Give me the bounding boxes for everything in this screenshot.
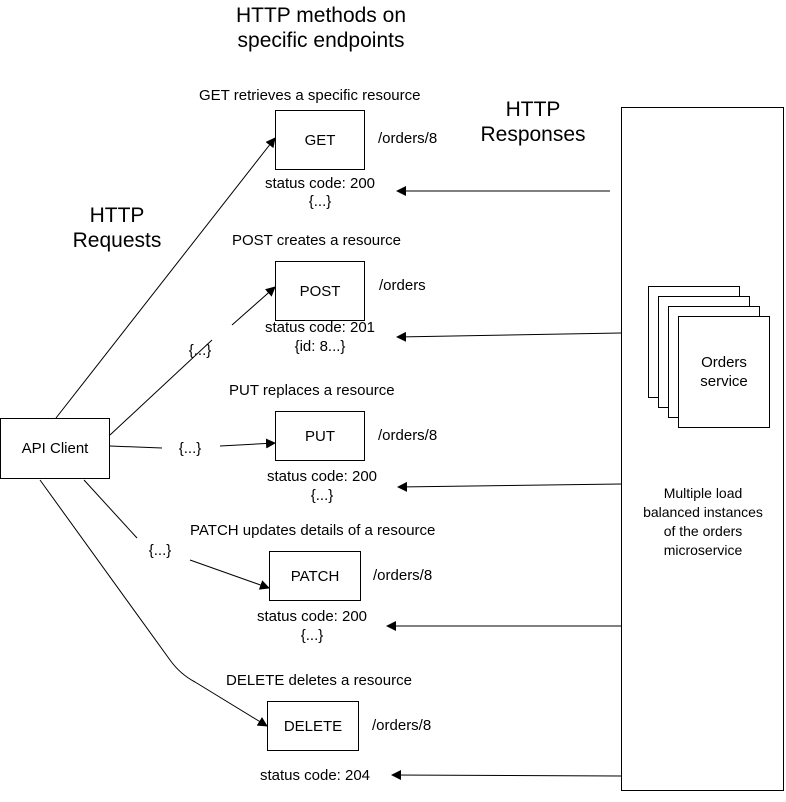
delete-endpoint: /orders/8 — [372, 717, 432, 734]
service-description: Multiple load balanced instances of the … — [630, 484, 776, 560]
api-client-label: API Client — [21, 440, 89, 457]
requests-heading-line1: HTTP — [89, 204, 145, 227]
response-arrow-put — [397, 481, 622, 492]
delete-caption: DELETE deletes a resource — [226, 672, 412, 689]
post-response-body: {id: 8...} — [294, 338, 346, 355]
service-desc-line2: balanced instances — [643, 504, 763, 520]
get-method-label: GET — [304, 131, 336, 149]
patch-caption: PATCH updates details of a resource — [190, 522, 436, 539]
put-status: status code: 200 — [266, 468, 378, 485]
service-container — [621, 107, 784, 791]
get-method-box: GET — [275, 110, 365, 170]
request-arrow-post — [231, 286, 276, 326]
api-client-box: API Client — [0, 418, 110, 479]
patch-response-body: {...} — [300, 627, 324, 644]
methods-title: HTTP methods on specific endpoints — [206, 3, 436, 53]
put-response-body: {...} — [310, 487, 334, 504]
put-request-body: {...} — [178, 440, 202, 457]
methods-title-line1: HTTP methods on — [235, 4, 407, 27]
request-line-put-a — [109, 445, 163, 449]
patch-status: status code: 200 — [256, 608, 368, 625]
request-line-patch-a — [83, 479, 138, 539]
request-arrow-put — [219, 438, 276, 449]
request-arrow-patch — [189, 559, 270, 590]
get-response-body: {...} — [308, 193, 332, 210]
delete-status: status code: 204 — [259, 767, 371, 784]
response-arrow-post — [396, 331, 622, 342]
put-method-box: PUT — [275, 411, 365, 461]
post-method-box: POST — [275, 261, 365, 321]
get-caption: GET retrieves a specific resource — [199, 87, 421, 104]
service-desc-line4: microservice — [663, 542, 743, 558]
methods-title-line2: specific endpoints — [237, 29, 405, 52]
put-endpoint: /orders/8 — [378, 427, 438, 444]
delete-method-box: DELETE — [267, 701, 359, 751]
request-arrow-delete — [39, 479, 268, 727]
service-desc-line1: Multiple load — [663, 485, 743, 501]
requests-heading-line2: Requests — [72, 229, 162, 252]
response-arrow-delete — [391, 770, 622, 781]
patch-method-box: PATCH — [269, 551, 361, 601]
put-method-label: PUT — [305, 427, 335, 445]
patch-endpoint: /orders/8 — [373, 567, 433, 584]
post-caption: POST creates a resource — [232, 232, 401, 249]
put-caption: PUT replaces a resource — [229, 382, 395, 399]
post-endpoint: /orders — [379, 277, 426, 294]
responses-heading-line1: HTTP — [505, 98, 561, 121]
get-endpoint: /orders/8 — [378, 130, 438, 147]
orders-service-line1: Orders — [701, 354, 747, 371]
patch-method-label: PATCH — [290, 567, 340, 585]
responses-heading-line2: Responses — [480, 123, 586, 146]
requests-heading: HTTP Requests — [62, 203, 172, 253]
delete-method-label: DELETE — [283, 717, 343, 735]
request-line-post-a — [109, 339, 213, 436]
post-request-body: {...} — [188, 342, 212, 359]
post-status: status code: 201 — [264, 319, 376, 336]
service-desc-line3: of the orders — [663, 523, 743, 539]
responses-heading: HTTP Responses — [470, 97, 596, 147]
request-arrow-get — [55, 137, 276, 419]
orders-service-line2: service — [700, 373, 748, 390]
patch-request-body: {...} — [148, 542, 172, 559]
orders-service-card: Orders service — [678, 316, 770, 428]
post-method-label: POST — [299, 282, 341, 300]
get-status: status code: 200 — [264, 175, 376, 192]
